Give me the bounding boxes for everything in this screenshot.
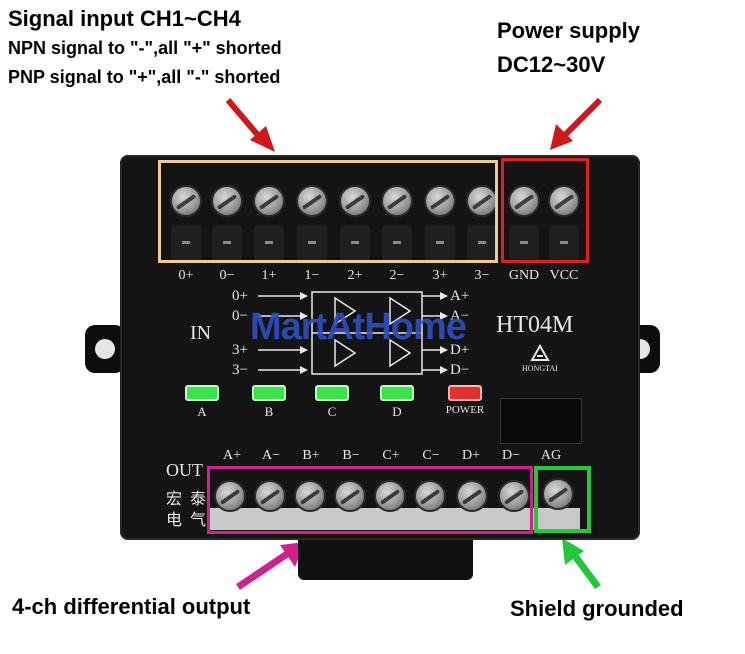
terminal-screw [294, 480, 326, 512]
terminal-screw [339, 185, 371, 217]
led-c-indicator [315, 385, 349, 401]
terminal-label: GND [508, 268, 540, 283]
led-b-indicator [252, 385, 286, 401]
terminal-screw [374, 480, 406, 512]
terminal-slot [212, 225, 242, 261]
terminal-label: 0+ [178, 268, 194, 283]
terminal-screw [211, 185, 243, 217]
brand-chinese-char: 电 [166, 512, 183, 529]
terminal-slot [382, 225, 412, 261]
bottom-terminal-label: B− [342, 448, 360, 463]
led-label: POWER [445, 404, 485, 416]
bottom-terminal-label: C+ [382, 448, 400, 463]
input-line-label: 0− [232, 308, 248, 324]
signal-input-title: Signal input CH1~CH4 [8, 6, 241, 31]
led-power-indicator [448, 385, 482, 401]
terminal-screw [381, 185, 413, 217]
power-voltage: DC12~30V [497, 52, 606, 77]
signal-input-highlight [158, 160, 498, 263]
bottom-terminal-label: C− [422, 448, 440, 463]
watermark-logo: MartAtHome [250, 306, 467, 348]
terminal-screw [214, 480, 246, 512]
brand-chinese-char: 气 [190, 512, 207, 529]
shield-note: Shield grounded [510, 596, 684, 621]
brand-logo-icon [530, 343, 550, 362]
terminal-label: 3− [474, 268, 490, 283]
terminal-label: 3+ [432, 268, 448, 283]
terminal-slot [425, 225, 455, 261]
led-a-indicator [185, 385, 219, 401]
terminal-slot [297, 225, 327, 261]
led-label: B [264, 404, 274, 419]
output-note: 4-ch differential output [12, 594, 251, 619]
brand-label: HONGTAI [522, 364, 558, 373]
in-label: IN [190, 322, 212, 344]
terminal-screw [296, 185, 328, 217]
terminal-slot [340, 225, 370, 261]
terminal-screw [254, 480, 286, 512]
terminal-label: 2− [389, 268, 405, 283]
terminal-screw [414, 480, 446, 512]
bottom-terminal-label: D+ [461, 448, 480, 463]
brand-chinese-char: 宏 [166, 491, 183, 508]
terminal-slot [509, 225, 539, 261]
terminal-label: 0− [219, 268, 235, 283]
bottom-terminal-label: D− [501, 448, 520, 463]
output-line-label: A− [450, 308, 470, 324]
npn-note: NPN signal to "-",all "+" shorted [8, 38, 282, 58]
power-connector [500, 398, 582, 444]
brand-chinese-char: 泰 [190, 491, 207, 508]
terminal-screw [456, 480, 488, 512]
terminal-screw [542, 478, 574, 510]
output-line-label: D+ [450, 342, 470, 358]
terminal-label: VCC [549, 268, 579, 283]
terminal-slot [549, 225, 579, 261]
input-line-label: 3+ [232, 342, 248, 358]
terminal-label: 1+ [261, 268, 277, 283]
arrow-green-shield [562, 538, 601, 590]
power-supply-title: Power supply [497, 18, 641, 43]
bottom-terminal-label: B+ [302, 448, 320, 463]
module-board [120, 155, 640, 540]
arrow-red-signal [225, 98, 275, 152]
terminal-label: 1− [304, 268, 320, 283]
bottom-terminal-strip [210, 508, 580, 530]
model-label: HT04M [496, 312, 574, 338]
pnp-note: PNP signal to "+",all "-" shorted [8, 67, 281, 87]
out-label: OUT [166, 460, 203, 480]
led-label: C [327, 404, 337, 419]
terminal-slot [254, 225, 284, 261]
bottom-terminal-label: A+ [222, 448, 241, 463]
terminal-screw [508, 185, 540, 217]
terminal-screw [253, 185, 285, 217]
input-line-label: 3− [232, 362, 248, 378]
led-d-indicator [380, 385, 414, 401]
terminal-slot [467, 225, 497, 261]
terminal-screw [334, 480, 366, 512]
shield-ground-highlight [534, 466, 591, 533]
output-line-label: A+ [450, 288, 470, 304]
terminal-slot [171, 225, 201, 261]
led-label: A [197, 404, 207, 419]
terminal-screw [424, 185, 456, 217]
terminal-screw [466, 185, 498, 217]
mount-ear-left [85, 325, 125, 373]
input-line-label: 0+ [232, 288, 248, 304]
terminal-screw [498, 480, 530, 512]
power-supply-highlight [501, 158, 589, 263]
mount-foot [298, 535, 473, 580]
output-line-label: D− [450, 362, 470, 378]
terminal-label: 2+ [347, 268, 363, 283]
terminal-screw [548, 185, 580, 217]
arrow-red-power [550, 97, 603, 150]
differential-output-highlight [207, 466, 533, 534]
bottom-terminal-label: A− [261, 448, 280, 463]
bottom-terminal-label: AG [540, 448, 562, 463]
terminal-screw [170, 185, 202, 217]
led-label: D [392, 404, 402, 419]
